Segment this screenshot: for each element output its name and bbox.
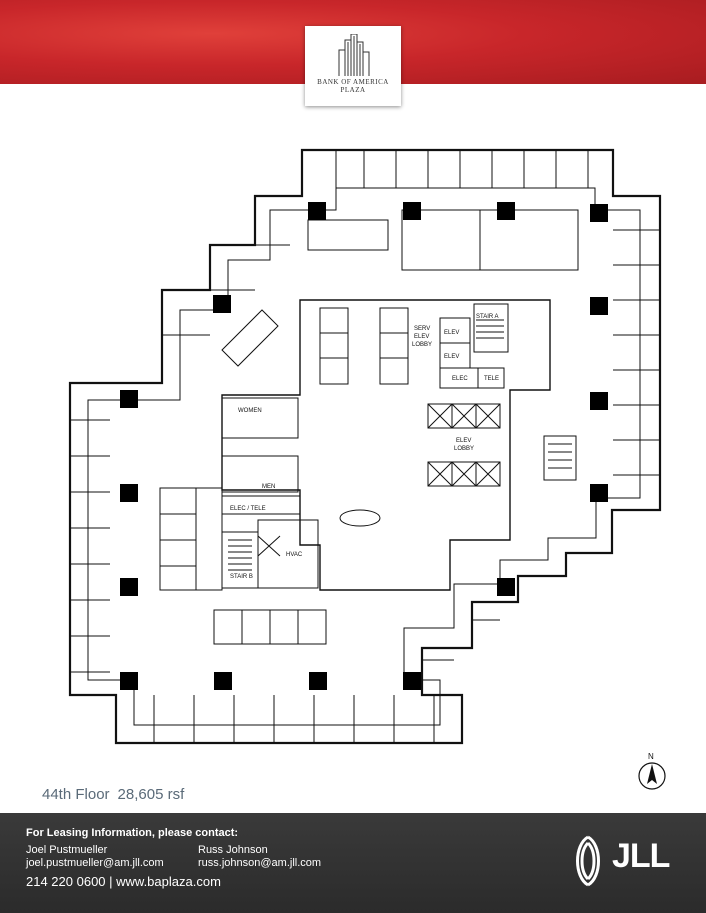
contact-1-name: Joel Pustmueller — [26, 844, 108, 856]
label-women: WOMEN — [238, 408, 262, 414]
jll-logo-icon — [576, 835, 600, 887]
building-perimeter — [68, 148, 662, 745]
label-elec-tele: ELEC / TELE — [230, 506, 266, 512]
tower-logo-icon — [338, 34, 370, 76]
label-hvac: HVAC — [286, 552, 303, 558]
floor-info: 44th Floor 28,605 rsf — [42, 786, 184, 803]
label-stair-b: STAIR B — [230, 574, 253, 580]
floor-name: 44th Floor — [42, 786, 110, 803]
compass-label: N — [648, 752, 654, 761]
logo-line-1: BANK OF AMERICA — [317, 78, 389, 86]
label-elev-lobby-1: ELEV — [456, 438, 471, 444]
top-office-dividers — [335, 150, 589, 188]
north-arrow-icon: N — [638, 752, 666, 790]
structural-columns — [120, 202, 608, 690]
label-elev-lobby-2: LOBBY — [454, 446, 474, 452]
footer: For Leasing Information, please contact:… — [0, 813, 706, 913]
label-serv-elev: ELEV — [414, 334, 429, 340]
right-office-dividers — [613, 229, 660, 476]
contact-2-email[interactable]: russ.johnson@am.jll.com — [198, 857, 322, 869]
contact-1-email[interactable]: joel.pustmueller@am.jll.com — [26, 857, 164, 869]
diagonal-office-dividers — [162, 244, 519, 661]
building-logo: BANK OF AMERICA PLAZA — [305, 26, 401, 106]
label-serv-lobby: LOBBY — [412, 342, 432, 348]
label-stair-a: STAIR A — [476, 314, 499, 320]
floor-plan: SERV ELEV LOBBY STAIR A ELEV ELEV ELEC T… — [68, 148, 662, 745]
label-elec: ELEC — [452, 376, 468, 382]
label-men: MEN — [262, 484, 275, 490]
label-tele: TELE — [484, 376, 499, 382]
floor-area: 28,605 rsf — [117, 786, 185, 803]
bottom-office-dividers — [153, 695, 435, 743]
label-elev-1: ELEV — [444, 330, 459, 336]
jll-brand: JLL — [612, 837, 670, 875]
left-office-dividers — [70, 419, 110, 673]
building-core — [221, 299, 551, 591]
phone-and-website[interactable]: 214 220 0600 | www.baplaza.com — [26, 874, 221, 889]
contact-2-name: Russ Johnson — [198, 844, 268, 856]
contact-heading: For Leasing Information, please contact: — [26, 827, 239, 839]
logo-line-2: PLAZA — [340, 86, 366, 94]
label-serv: SERV — [414, 326, 430, 332]
label-elev-2: ELEV — [444, 354, 459, 360]
perimeter-inner-ring — [87, 187, 641, 726]
